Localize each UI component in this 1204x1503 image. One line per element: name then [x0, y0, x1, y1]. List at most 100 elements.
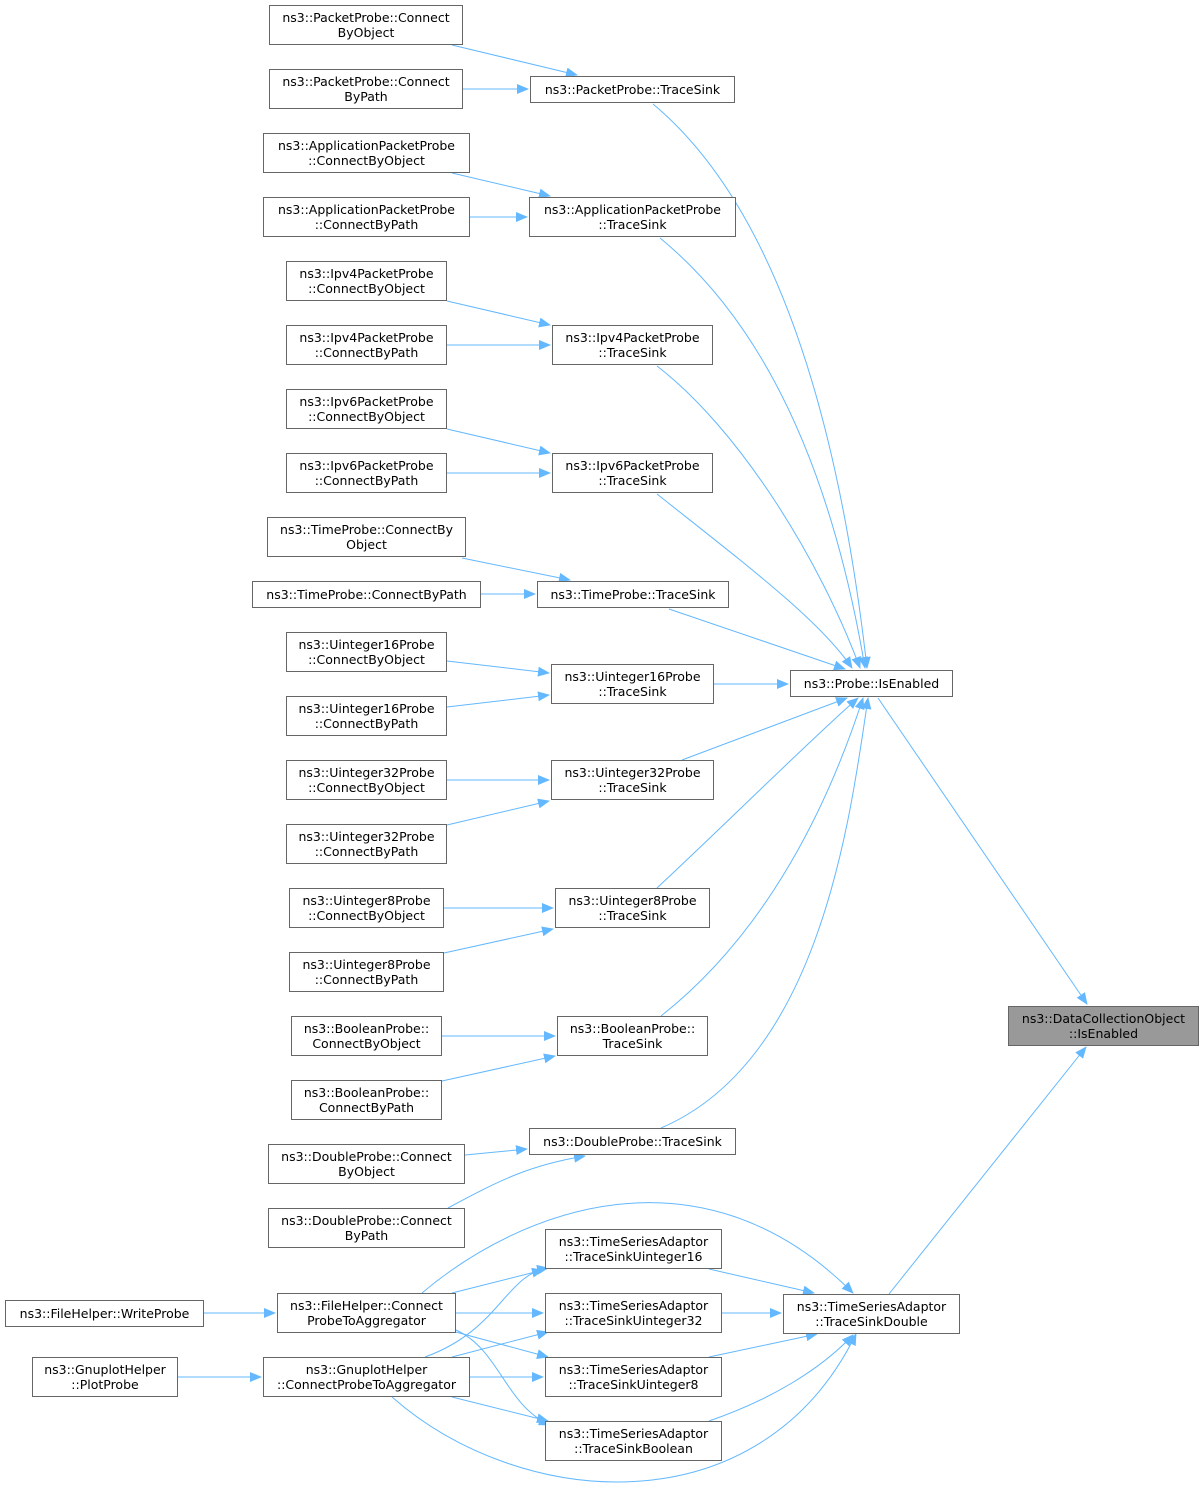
node-u8-cbp[interactable]: ns3::Uinteger8Probe::ConnectByPath	[289, 952, 444, 992]
node-label-line: ::ConnectProbeToAggregator	[277, 1377, 456, 1392]
node-label-line: ns3::DoubleProbe::TraceSink	[543, 1134, 722, 1149]
node-u16-ts[interactable]: ns3::Uinteger16Probe::TraceSink	[551, 664, 714, 704]
node-u8-cbo[interactable]: ns3::Uinteger8Probe::ConnectByObject	[289, 888, 444, 928]
node-fh-wp[interactable]: ns3::FileHelper::WriteProbe	[5, 1300, 204, 1327]
edge-tp_ts-to-probe_isenabled	[668, 608, 846, 671]
edge-tsa_tsdouble-to-dco_isenabled	[888, 1046, 1087, 1295]
node-label-line: ::ConnectByObject	[308, 153, 425, 168]
node-label-line: ::TraceSink	[598, 345, 667, 360]
node-probe-isenabled[interactable]: ns3::Probe::IsEnabled	[790, 670, 953, 697]
node-u32-cbp[interactable]: ns3::Uinteger32Probe::ConnectByPath	[286, 824, 447, 864]
edge-dp_cbo-to-dp_ts	[464, 1145, 528, 1156]
node-bp-cbp[interactable]: ns3::BooleanProbe::ConnectByPath	[291, 1080, 442, 1120]
node-label-line: ns3::Uinteger8Probe	[302, 957, 431, 972]
node-ipv6-cbp[interactable]: ns3::Ipv6PacketProbe::ConnectByPath	[286, 453, 447, 493]
node-dp-ts[interactable]: ns3::DoubleProbe::TraceSink	[529, 1128, 736, 1155]
edge-u32_cbp-to-u32_ts	[446, 798, 550, 826]
edge-app_ts-to-probe_isenabled	[659, 237, 869, 669]
edge-fh_cpta-to-tsa_u16	[451, 1267, 544, 1294]
node-tsa-u8[interactable]: ns3::TimeSeriesAdaptor::TraceSinkUintege…	[545, 1357, 722, 1397]
node-label-line: ns3::Ipv6PacketProbe	[565, 458, 700, 473]
node-tp-cbp[interactable]: ns3::TimeProbe::ConnectByPath	[252, 581, 481, 608]
edge-u32_ts-to-probe_isenabled	[681, 697, 848, 761]
edge-ipv4_ts-to-probe_isenabled	[656, 365, 861, 669]
node-label-line: ::ConnectByPath	[314, 217, 419, 232]
node-label-line: ns3::Uinteger16Probe	[298, 637, 435, 652]
node-label-line: ns3::PacketProbe::Connect	[282, 10, 450, 25]
node-tsa-u16[interactable]: ns3::TimeSeriesAdaptor::TraceSinkUintege…	[545, 1229, 722, 1269]
node-label-line: ::ConnectByPath	[314, 716, 419, 731]
node-label-line: Object	[346, 537, 387, 552]
node-label-line: ::ConnectByPath	[314, 345, 419, 360]
node-u32-cbo[interactable]: ns3::Uinteger32Probe::ConnectByObject	[286, 760, 447, 800]
node-ipv4-cbp[interactable]: ns3::Ipv4PacketProbe::ConnectByPath	[286, 325, 447, 365]
node-app-cbo[interactable]: ns3::ApplicationPacketProbe::ConnectByOb…	[263, 133, 470, 173]
edge-u16_cbo-to-u16_ts	[446, 660, 550, 677]
node-label-line: ns3::BooleanProbe::	[303, 1085, 430, 1100]
node-label-line: ns3::PacketProbe::Connect	[282, 74, 450, 89]
node-label-line: ns3::ApplicationPacketProbe	[277, 202, 455, 217]
node-label-line: ns3::FileHelper::WriteProbe	[19, 1306, 190, 1321]
edge-gh_cpta-to-tsa_u32	[451, 1329, 549, 1358]
node-app-cbp[interactable]: ns3::ApplicationPacketProbe::ConnectByPa…	[263, 197, 470, 237]
node-label-line: ::TraceSink	[598, 473, 667, 488]
node-tp-ts[interactable]: ns3::TimeProbe::TraceSink	[537, 581, 729, 608]
node-label-line: ns3::GnuplotHelper	[44, 1362, 166, 1377]
node-gh-pp[interactable]: ns3::GnuplotHelper::PlotProbe	[32, 1357, 178, 1397]
node-ipv4-ts[interactable]: ns3::Ipv4PacketProbe::TraceSink	[552, 325, 713, 365]
node-ipv4-cbo[interactable]: ns3::Ipv4PacketProbe::ConnectByObject	[286, 261, 447, 301]
node-label-line: ns3::BooleanProbe::	[569, 1021, 696, 1036]
node-label-line: ::TraceSinkDouble	[815, 1314, 928, 1329]
node-label-line: ns3::TimeSeriesAdaptor	[558, 1234, 709, 1249]
node-bp-cbo[interactable]: ns3::BooleanProbe::ConnectByObject	[291, 1016, 442, 1056]
node-app-ts[interactable]: ns3::ApplicationPacketProbe::TraceSink	[529, 197, 736, 237]
node-label-line: ::ConnectByObject	[308, 281, 425, 296]
node-gh-cpta[interactable]: ns3::GnuplotHelper::ConnectProbeToAggreg…	[263, 1357, 470, 1397]
edge-u8_cbp-to-u8_ts	[443, 926, 554, 954]
node-label-line: ns3::Ipv6PacketProbe	[299, 394, 434, 409]
edge-ipv4_cbo-to-ipv4_ts	[446, 300, 551, 328]
node-tsa-tsdouble[interactable]: ns3::TimeSeriesAdaptor::TraceSinkDouble	[783, 1294, 960, 1334]
edge-bp_ts-to-probe_isenabled	[660, 697, 865, 1017]
edge-ipv6_ts-to-probe_isenabled	[656, 493, 853, 669]
node-tsa-u32[interactable]: ns3::TimeSeriesAdaptor::TraceSinkUintege…	[545, 1293, 722, 1333]
edge-tsa_u16-to-tsa_tsdouble	[708, 1268, 815, 1296]
edge-ipv6_cbo-to-ipv6_ts	[446, 428, 551, 456]
edge-u8_ts-to-probe_isenabled	[656, 697, 859, 889]
node-label-line: ns3::Ipv4PacketProbe	[565, 330, 700, 345]
node-label-line: ByObject	[338, 1164, 395, 1179]
node-pp-ts[interactable]: ns3::PacketProbe::TraceSink	[530, 76, 735, 103]
node-label-line: ns3::BooleanProbe::	[303, 1021, 430, 1036]
node-label-line: ByObject	[337, 25, 395, 40]
node-u32-ts[interactable]: ns3::Uinteger32Probe::TraceSink	[551, 760, 714, 800]
edge-tp_cbo-to-tp_ts	[461, 557, 571, 583]
node-bp-ts[interactable]: ns3::BooleanProbe::TraceSink	[557, 1016, 708, 1056]
node-label-line: ns3::Uinteger8Probe	[302, 893, 431, 908]
node-label-line: ns3::ApplicationPacketProbe	[543, 202, 721, 217]
node-ipv6-ts[interactable]: ns3::Ipv6PacketProbe::TraceSink	[552, 453, 713, 493]
node-label-line: ns3::PacketProbe::TraceSink	[544, 82, 721, 97]
node-label-line: ns3::Probe::IsEnabled	[803, 676, 940, 691]
edge-tsa_u8-to-tsa_tsdouble	[708, 1331, 818, 1358]
node-label-line: ProbeToAggregator	[307, 1313, 426, 1328]
node-label-line: ::TraceSink	[598, 684, 667, 699]
node-label-line: ::TraceSinkBoolean	[574, 1441, 693, 1456]
edge-gh_cpta-to-tsa_tsdouble	[391, 1333, 857, 1483]
node-u16-cbp[interactable]: ns3::Uinteger16Probe::ConnectByPath	[286, 696, 447, 736]
node-label-line: ::ConnectByPath	[314, 473, 419, 488]
node-tsa-bool[interactable]: ns3::TimeSeriesAdaptor::TraceSinkBoolean	[545, 1421, 722, 1461]
node-label-line: ::TraceSinkUinteger8	[568, 1377, 699, 1392]
edge-gh_cpta-to-tsa_u16	[424, 1264, 549, 1358]
node-label-line: ns3::ApplicationPacketProbe	[277, 138, 455, 153]
node-u8-ts[interactable]: ns3::Uinteger8Probe::TraceSink	[555, 888, 710, 928]
edge-dp_cbp-to-dp_ts	[447, 1152, 586, 1209]
node-ipv6-cbo[interactable]: ns3::Ipv6PacketProbe::ConnectByObject	[286, 389, 447, 429]
node-label-line: ConnectByObject	[312, 1036, 421, 1051]
node-u16-cbo[interactable]: ns3::Uinteger16Probe::ConnectByObject	[286, 632, 447, 672]
